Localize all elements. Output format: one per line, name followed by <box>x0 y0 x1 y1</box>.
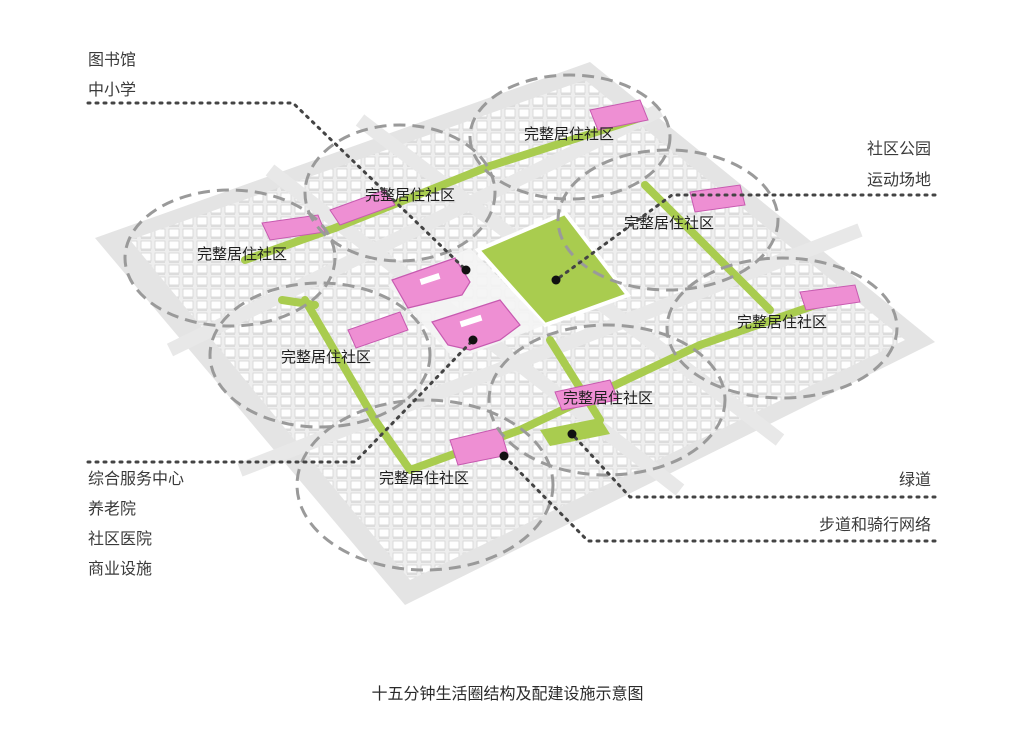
community-label-8: 完整居住社区 <box>379 469 469 487</box>
label-elderly-home: 养老院 <box>88 499 137 518</box>
label-community-hospital: 社区医院 <box>88 529 153 548</box>
community-label-4: 完整居住社区 <box>197 245 287 263</box>
label-greenway: 绿道 <box>898 470 931 489</box>
community-label-3: 完整居住社区 <box>624 214 714 232</box>
leader-dots <box>461 265 577 461</box>
figure-caption: 十五分钟生活圈结构及配建设施示意图 <box>371 684 644 703</box>
community-label-7: 完整居住社区 <box>563 389 653 407</box>
neighborhood-facilities <box>261 99 861 466</box>
leader-walk-bike <box>502 454 937 543</box>
leader-lines <box>86 101 937 543</box>
dot-library-school <box>461 265 471 275</box>
dot-park-sports <box>551 275 561 285</box>
leader-service-center <box>86 338 475 464</box>
central-facility-courtyards <box>419 273 483 328</box>
leader-greenway <box>570 432 937 499</box>
community-rings <box>123 73 899 572</box>
label-library: 图书馆 <box>88 50 137 69</box>
dot-walk-bike <box>499 451 509 461</box>
label-school: 中小学 <box>88 80 137 99</box>
community-label-2: 完整居住社区 <box>365 186 455 204</box>
community-park <box>474 210 632 328</box>
community-label-5: 完整居住社区 <box>737 313 827 331</box>
dot-greenway <box>567 429 577 439</box>
label-commercial: 商业设施 <box>88 559 153 578</box>
community-labels: 完整居住社区完整居住社区完整居住社区完整居住社区完整居住社区完整居住社区完整居住… <box>197 125 827 487</box>
central-facilities <box>391 257 521 351</box>
label-sports-ground: 运动场地 <box>866 170 931 189</box>
dot-service-center <box>468 335 478 345</box>
community-label-6: 完整居住社区 <box>281 348 371 366</box>
leader-park-sports <box>554 193 937 282</box>
label-service-center: 综合服务中心 <box>88 469 185 488</box>
label-community-park: 社区公园 <box>866 139 931 158</box>
label-walk-bike: 步道和骑行网络 <box>818 515 931 534</box>
community-label-1: 完整居住社区 <box>524 125 614 143</box>
